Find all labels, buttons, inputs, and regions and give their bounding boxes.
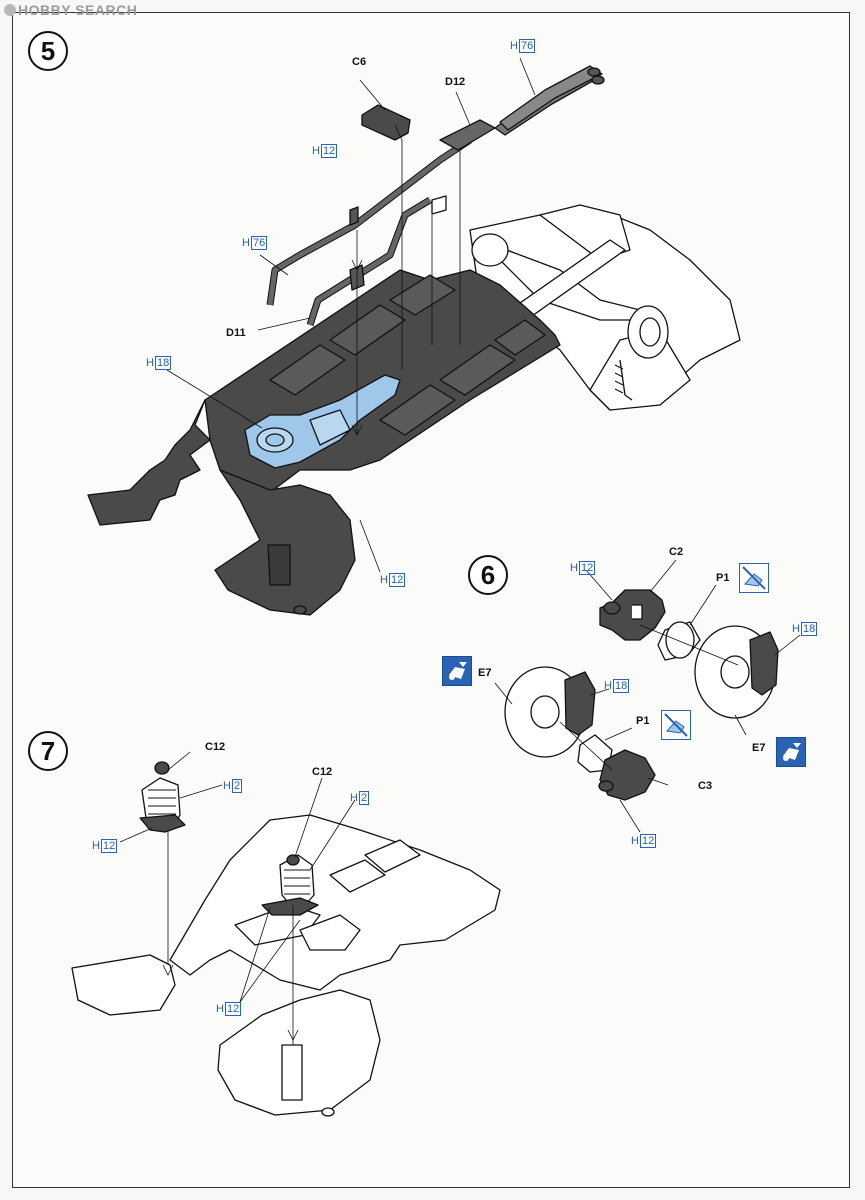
logo-icon <box>4 4 16 16</box>
cement-glue-icon <box>776 737 806 767</box>
step5-guide-lines <box>166 57 536 573</box>
step6-guide-lines <box>494 559 801 833</box>
part-label-d11: D11 <box>226 327 246 339</box>
step-number-7: 7 <box>28 731 68 771</box>
part-label-p1-lower: P1 <box>636 715 650 727</box>
part-label-d12: D12 <box>445 76 466 88</box>
part-label-c12-rear: C12 <box>312 766 333 778</box>
no-paint-icon <box>661 710 691 740</box>
step7-chassis <box>71 761 501 1117</box>
no-paint-icon <box>739 563 769 593</box>
part-label-c12-front: C12 <box>205 741 226 753</box>
part-label-p1-upper: P1 <box>716 572 730 584</box>
step5-chassis <box>87 65 741 616</box>
step-number-5: 5 <box>28 31 68 71</box>
part-label-c3: C3 <box>698 780 713 792</box>
step7-guide-lines <box>119 751 356 1045</box>
part-label-e7-lower: E7 <box>752 742 766 754</box>
cement-glue-icon <box>442 656 472 686</box>
part-label-c2: C2 <box>669 546 684 558</box>
part-label-e7-upper: E7 <box>478 667 492 679</box>
step-number-6: 6 <box>468 555 508 595</box>
part-label-c6: C6 <box>352 56 367 68</box>
watermark: HOBBY SEARCH <box>4 2 137 18</box>
step6-brakes <box>504 589 779 801</box>
